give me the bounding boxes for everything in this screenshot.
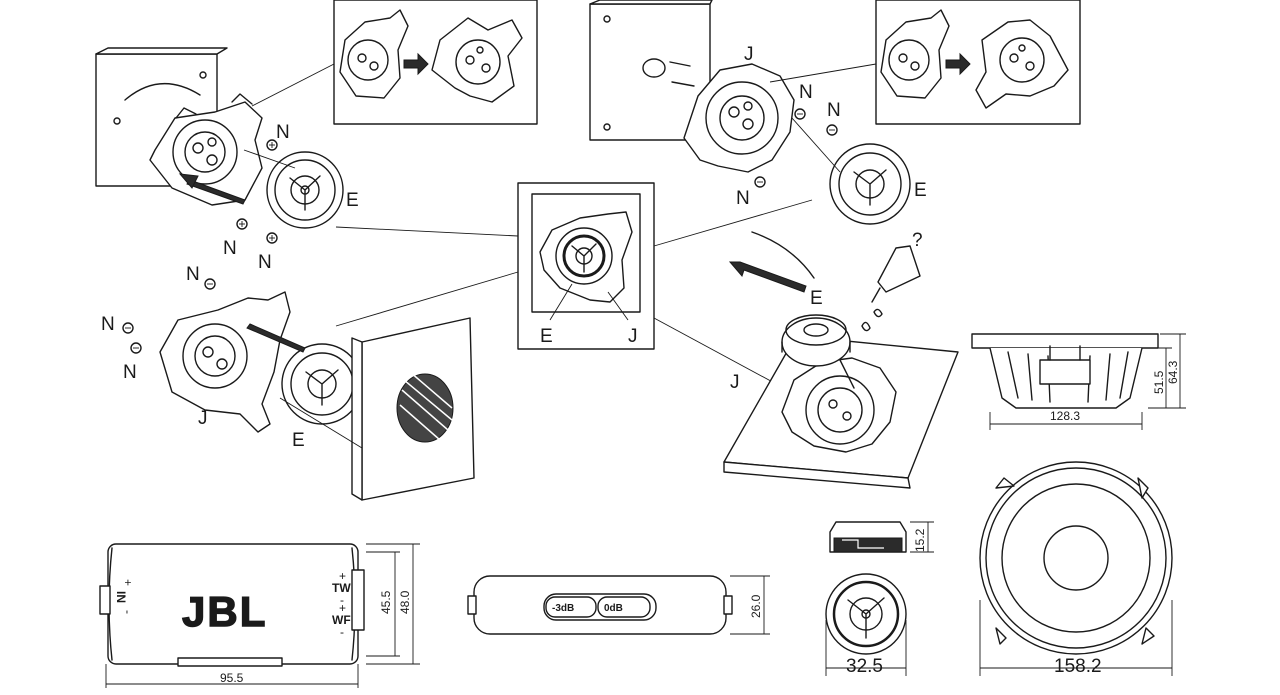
tweeter-mid: [281, 343, 363, 425]
dim-xover-height-b: 48.0: [398, 590, 412, 614]
grille-panel: [351, 317, 475, 501]
leader-center-2: [335, 271, 519, 327]
center-detail-inset: [517, 182, 655, 350]
crossover-in-label: IN: [114, 591, 128, 603]
leader-center-4: [653, 317, 781, 387]
dim-side-width: 128.3: [1050, 409, 1080, 423]
label-j-1: J: [198, 408, 208, 429]
label-e-5: E: [810, 288, 823, 309]
insert-arrowhead-left: [178, 173, 199, 189]
tweeter-side-view: [829, 521, 934, 553]
glue-pointer: [839, 359, 855, 389]
crossover-body: JBL: [99, 543, 365, 667]
label-n-7: N: [799, 82, 813, 103]
label-n-5: N: [101, 314, 115, 335]
label-n-2: N: [223, 238, 237, 259]
dim-tweeter-height: 15.2: [913, 528, 927, 552]
attenuator-dims: [730, 575, 770, 635]
mount-bracket-mid: [159, 291, 291, 433]
leader-inset-left: [251, 63, 335, 107]
crossover-tw-label: TW: [332, 581, 351, 595]
panel-edge-line: [279, 397, 363, 449]
woofer-front-view: [979, 461, 1173, 676]
dim-xover-height-a: 45.5: [379, 590, 393, 614]
crossover-brand-logo: JBL: [182, 588, 267, 635]
crossover-wf-plus: +: [339, 601, 346, 615]
label-n-8: N: [827, 100, 841, 121]
crossover-tw-minus: -: [340, 593, 344, 607]
dim-side-height-b: 64.3: [1166, 360, 1180, 384]
wire-right: [791, 117, 841, 173]
screws-left: [236, 139, 278, 244]
woofer-side-dims: [989, 333, 1186, 430]
leader-inset-right: [769, 63, 877, 83]
crossover-wf-label: WF: [332, 613, 351, 627]
dim-tweeter-diameter: 32.5: [846, 656, 883, 677]
motion-arrow: [728, 261, 807, 293]
insert-arrow-mid: [246, 323, 306, 353]
crossover-tw-plus: +: [339, 569, 346, 583]
label-n-4: N: [186, 264, 200, 285]
detail-inset-left: [333, 0, 538, 125]
crossover-wf-minus: -: [340, 625, 344, 639]
label-j-3: J: [744, 44, 754, 65]
dim-woofer-diameter: 158.2: [1054, 656, 1102, 677]
tweeter-right: [829, 143, 911, 225]
leader-center-3: [653, 199, 813, 247]
tweeter-front-view: [825, 573, 907, 676]
label-j-2: J: [628, 326, 638, 347]
attenuator-right-label: 0dB: [604, 603, 623, 614]
crossover-top-view: [467, 575, 733, 635]
mount-bracket-right: [683, 63, 795, 173]
tweeter-surface: [781, 314, 851, 367]
dim-xover-length: 95.5: [220, 671, 244, 685]
tweeter-left: [266, 151, 344, 229]
label-e-4: E: [914, 180, 927, 201]
crossover-in-minus: -: [121, 610, 135, 614]
label-n-6: N: [123, 362, 137, 383]
label-n-1: N: [276, 122, 290, 143]
leader-center-1: [335, 226, 519, 237]
wall-mount-right: [589, 0, 713, 141]
label-n-9: N: [736, 188, 750, 209]
label-e-1: E: [346, 190, 359, 211]
label-e-3: E: [540, 326, 553, 347]
screws-mid: [122, 278, 216, 354]
glue-bottle: [861, 245, 921, 332]
wire-left: [243, 149, 296, 169]
crossover-in-plus: +: [121, 579, 135, 586]
dim-side-height-a: 51.5: [1152, 370, 1166, 394]
crossover-dims: [105, 543, 420, 688]
label-e-2: E: [292, 430, 305, 451]
label-n-3: N: [258, 252, 272, 273]
motion-curve: [751, 231, 815, 279]
mount-bracket-left: [149, 93, 263, 206]
screws-right: [754, 108, 838, 188]
label-question: ?: [912, 230, 923, 251]
detail-inset-right: [875, 0, 1081, 125]
attenuator-left-label: -3dB: [552, 603, 574, 614]
label-j-4: J: [730, 372, 740, 393]
woofer-side-view: [971, 333, 1159, 409]
dim-attenuator-height: 26.0: [749, 594, 763, 618]
